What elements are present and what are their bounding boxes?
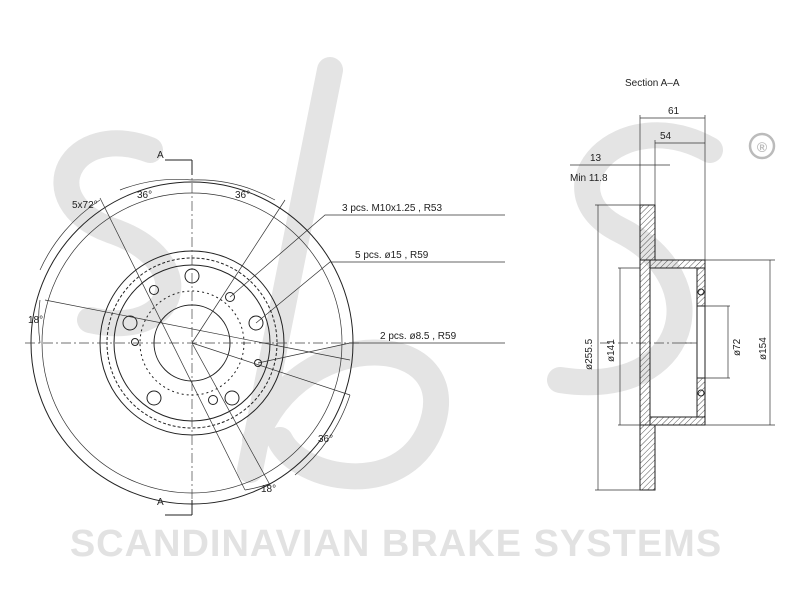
angle-label-bolt-pattern: 5x72° [72, 200, 98, 211]
angle-arc-left [38, 299, 41, 344]
angle-arc-top-right [191, 179, 276, 201]
radial-line [99, 197, 246, 491]
friction-ring-top [639, 204, 656, 261]
dim-diameter-center: ø72 [732, 338, 743, 356]
registered-mark-text: ® [757, 139, 768, 155]
registered-mark: ® [748, 132, 776, 160]
section-marker-bottom: A [157, 497, 164, 508]
dim-width-total: 61 [668, 106, 680, 117]
threaded-hole [225, 292, 235, 302]
brand-tagline: SCANDINAVIAN BRAKE SYSTEMS [70, 523, 722, 565]
bolt-hole [146, 390, 162, 406]
angle-label-top-right: 36° [235, 190, 250, 201]
callout-threads: 3 pcs. M10x1.25 , R53 [342, 203, 442, 214]
hat-flange-top [649, 259, 706, 269]
dim-diameter-pcd: ø154 [758, 337, 769, 360]
section-view: Section A–A 61 54 13 Min 11.8 ø255. [570, 78, 775, 491]
radial-line [191, 199, 286, 344]
radial-line [191, 342, 351, 396]
radial-line [44, 299, 351, 361]
angle-arc-right [294, 394, 351, 476]
bolt-hole [122, 315, 138, 331]
angle-label-top-left: 36° [137, 190, 152, 201]
dim-diameter-outer: ø255.5 [584, 338, 595, 370]
dim-diameter-hat: ø141 [606, 339, 617, 362]
section-title: Section A–A [625, 78, 680, 89]
callout-holes: 5 pcs. ø15 , R59 [355, 250, 429, 261]
callout-small-holes: 2 pcs. ø8.5 , R59 [380, 331, 457, 342]
front-view: A A 5x72° 36° 36° 18° 36° 18° 3 pcs. M10… [25, 150, 505, 516]
watermark-letter-b [237, 57, 449, 490]
center-bore-section [696, 305, 706, 379]
dim-thickness-min: Min 11.8 [570, 173, 608, 184]
watermark-letter-s-1 [53, 130, 182, 337]
angle-arc-bolt [39, 199, 101, 271]
angle-label-left: 18° [28, 315, 43, 326]
angle-arc-bottom [244, 482, 273, 491]
friction-ring-bottom [639, 424, 656, 491]
dim-width-hat: 54 [660, 131, 672, 142]
callout-leader-holes [255, 261, 505, 324]
small-hole [131, 338, 139, 346]
hat-wall [639, 259, 651, 426]
dim-thickness: 13 [590, 153, 602, 164]
angle-label-right: 36° [318, 434, 333, 445]
callout-leader-threads [229, 214, 505, 298]
angle-label-bottom: 18° [261, 484, 276, 495]
bolt-hole-section [697, 288, 705, 296]
threaded-hole [149, 285, 159, 295]
section-marker-top: A [157, 150, 164, 161]
threaded-hole [208, 395, 218, 405]
callout-leader-small-holes [257, 342, 505, 364]
angle-arc-top-left [119, 179, 193, 191]
bolt-hole-section [697, 389, 705, 397]
bolt-hole [248, 315, 264, 331]
radial-line [191, 342, 271, 486]
small-hole [254, 359, 262, 367]
bolt-hole [224, 390, 240, 406]
hat-flange-bottom [649, 416, 706, 426]
